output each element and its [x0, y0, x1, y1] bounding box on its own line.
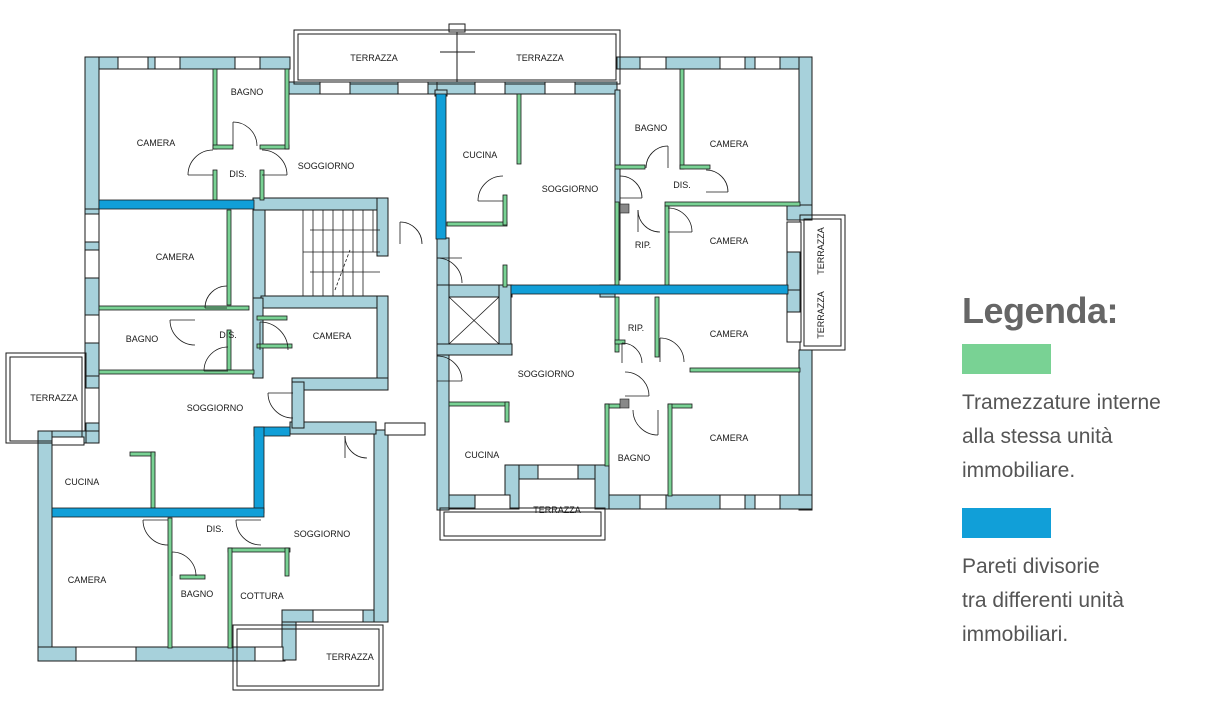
room-label-terrazza-e1: TERRAZZA	[816, 227, 826, 275]
unit-partitions	[51, 93, 789, 518]
room-label-dis-ne: DIS.	[673, 180, 691, 190]
room-label-bagno-nw: BAGNO	[231, 87, 264, 97]
room-label-cucina-se: CUCINA	[465, 450, 500, 460]
room-label-rip-se: RIP.	[628, 323, 644, 333]
room-label-terrazza-e2: TERRAZZA	[816, 291, 826, 339]
internal-partition-description: Tramezzature interne alla stessa unità i…	[962, 386, 1202, 488]
room-label-camera-center: CAMERA	[313, 331, 352, 341]
room-label-camera-nw: CAMERA	[137, 138, 176, 148]
unit-partition-swatch	[962, 508, 1051, 538]
room-label-soggiorno-nw: SOGGIORNO	[298, 161, 355, 171]
internal-partition-swatch	[962, 344, 1051, 374]
room-label-soggiorno-w: SOGGIORNO	[187, 403, 244, 413]
floor-plan: TERRAZZA TERRAZZA BAGNO CAMERA DIS. SOGG…	[5, 23, 846, 691]
legend-title: Legenda:	[962, 290, 1119, 331]
legend-text-line: immobiliari.	[962, 623, 1069, 646]
room-label-camera-sw: CAMERA	[68, 575, 107, 585]
room-label-dis-sw: DIS.	[206, 524, 224, 534]
room-label-bagno-se: BAGNO	[618, 453, 651, 463]
room-label-cucina-sw: CUCINA	[65, 477, 100, 487]
room-label-terrazza-s: TERRAZZA	[326, 652, 374, 662]
room-label-terrazza-se: TERRAZZA	[533, 505, 581, 515]
room-label-bagno-ne: BAGNO	[635, 123, 668, 133]
room-label-terrazza-top-right: TERRAZZA	[516, 53, 564, 63]
room-label-camera-w: CAMERA	[156, 252, 195, 262]
unit-partition-description: Pareti divisorie tra differenti unità im…	[962, 550, 1202, 652]
elevator	[448, 296, 500, 345]
room-label-bagno-w: BAGNO	[126, 334, 159, 344]
internal-partitions	[98, 68, 801, 649]
room-label-camera-e: CAMERA	[710, 236, 749, 246]
room-label-camera-se1: CAMERA	[710, 329, 749, 339]
room-label-camera-se2: CAMERA	[710, 433, 749, 443]
legend-text-line: immobiliare.	[962, 459, 1076, 482]
room-label-camera-ne: CAMERA	[710, 139, 749, 149]
door-swings	[142, 121, 729, 577]
legend: Legenda: Tramezzature interne alla stess…	[962, 290, 1202, 672]
terrace-outlines	[5, 23, 846, 691]
legend-text-line: Pareti divisorie	[962, 555, 1100, 578]
room-label-bagno-sw: BAGNO	[181, 589, 214, 599]
legend-text-line: alla stessa unità	[962, 425, 1113, 448]
room-label-rip-ne: RIP.	[635, 240, 651, 250]
staircase	[302, 210, 380, 296]
room-label-terrazza-top-left: TERRAZZA	[350, 53, 398, 63]
windows	[51, 56, 802, 662]
room-labels: TERRAZZA TERRAZZA BAGNO CAMERA DIS. SOGG…	[30, 53, 826, 662]
room-label-dis-w: DIS.	[219, 330, 237, 340]
room-label-terrazza-w: TERRAZZA	[30, 393, 78, 403]
room-label-cottura: COTTURA	[240, 591, 284, 601]
room-label-cucina-ne: CUCINA	[463, 150, 498, 160]
room-label-dis-nw: DIS.	[229, 169, 247, 179]
room-label-soggiorno-ne: SOGGIORNO	[542, 184, 599, 194]
legend-text-line: Tramezzature interne	[962, 391, 1161, 414]
legend-text-line: tra differenti unità	[962, 589, 1124, 612]
room-label-soggiorno-sw: SOGGIORNO	[294, 529, 351, 539]
pillars	[619, 203, 630, 409]
room-label-soggiorno-se: SOGGIORNO	[518, 369, 575, 379]
